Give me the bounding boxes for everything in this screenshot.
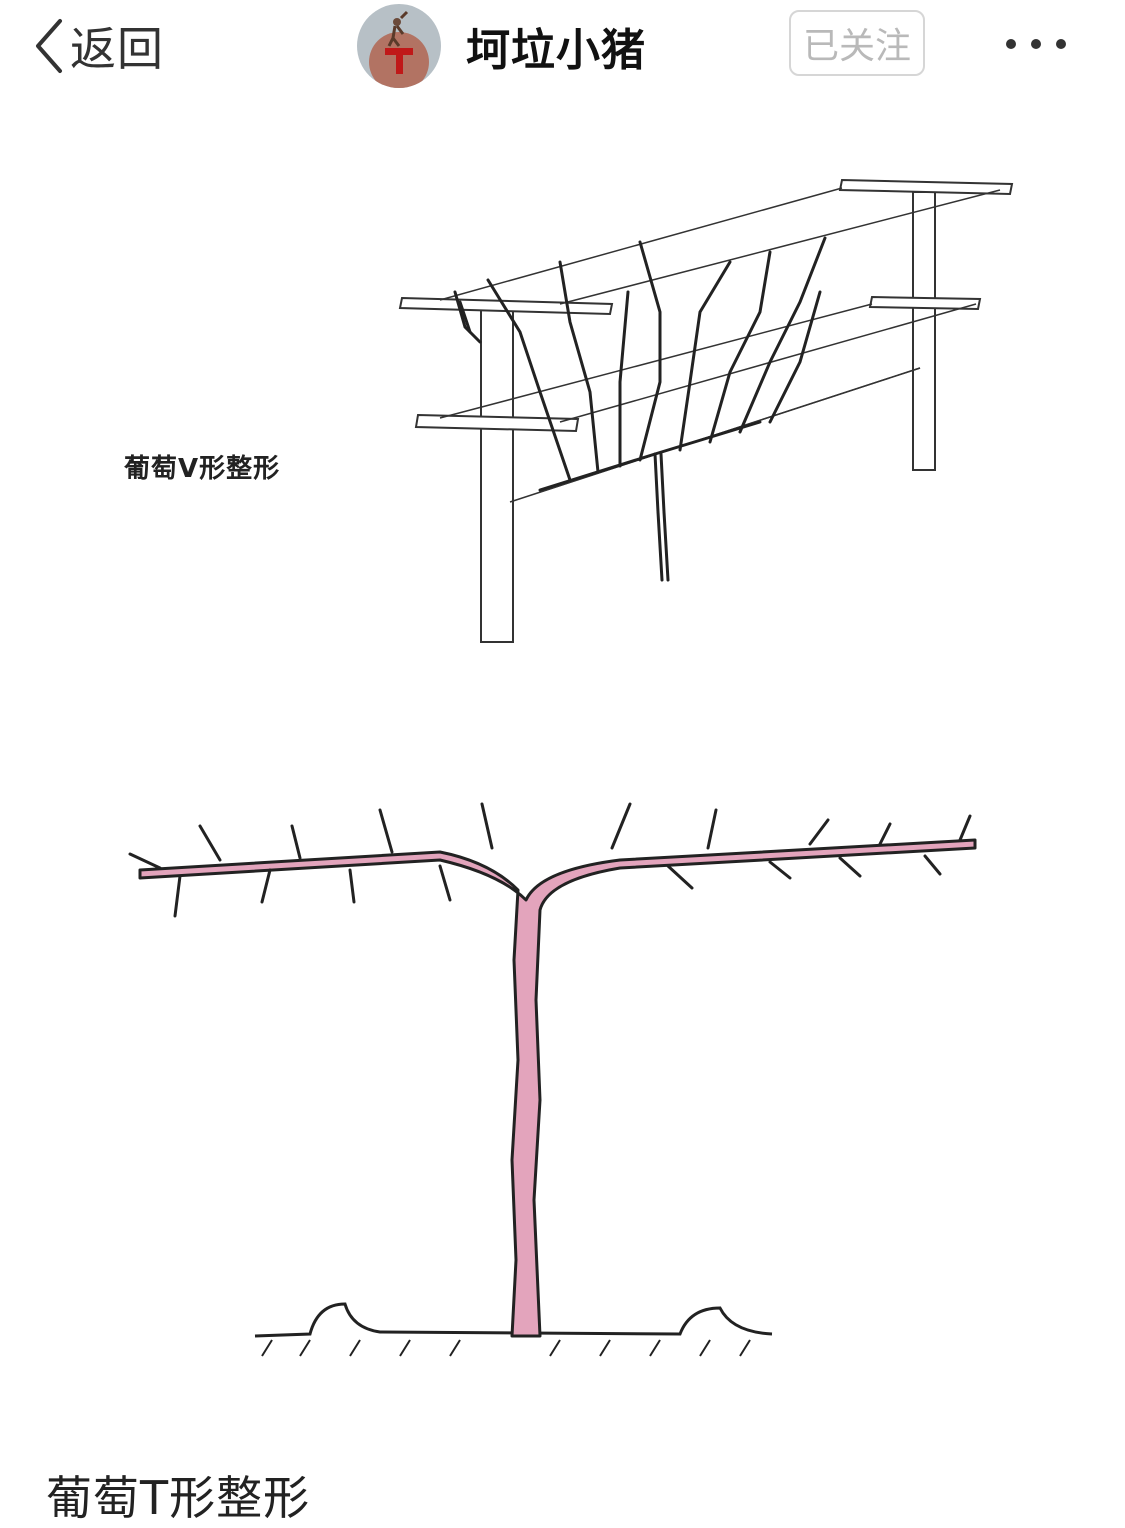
- author-name[interactable]: 坷垃小猪: [466, 25, 646, 76]
- top-nav-bar: 返回 坷垃小猪 已关注: [0, 0, 1125, 92]
- v-trellis-caption: 葡萄V形整形: [124, 454, 281, 484]
- chevron-left-icon: [34, 17, 64, 75]
- t-trellis-caption: 葡萄T形整形: [46, 1471, 311, 1525]
- follow-button[interactable]: 已关注: [789, 10, 925, 76]
- t-trellis-illustration: [0, 700, 1125, 1420]
- back-button[interactable]: 返回: [34, 14, 164, 78]
- back-label: 返回: [70, 22, 164, 76]
- author-avatar[interactable]: [357, 4, 441, 88]
- more-dots-icon[interactable]: [1006, 22, 1066, 66]
- v-trellis-illustration: 葡萄V形整形: [0, 92, 1125, 692]
